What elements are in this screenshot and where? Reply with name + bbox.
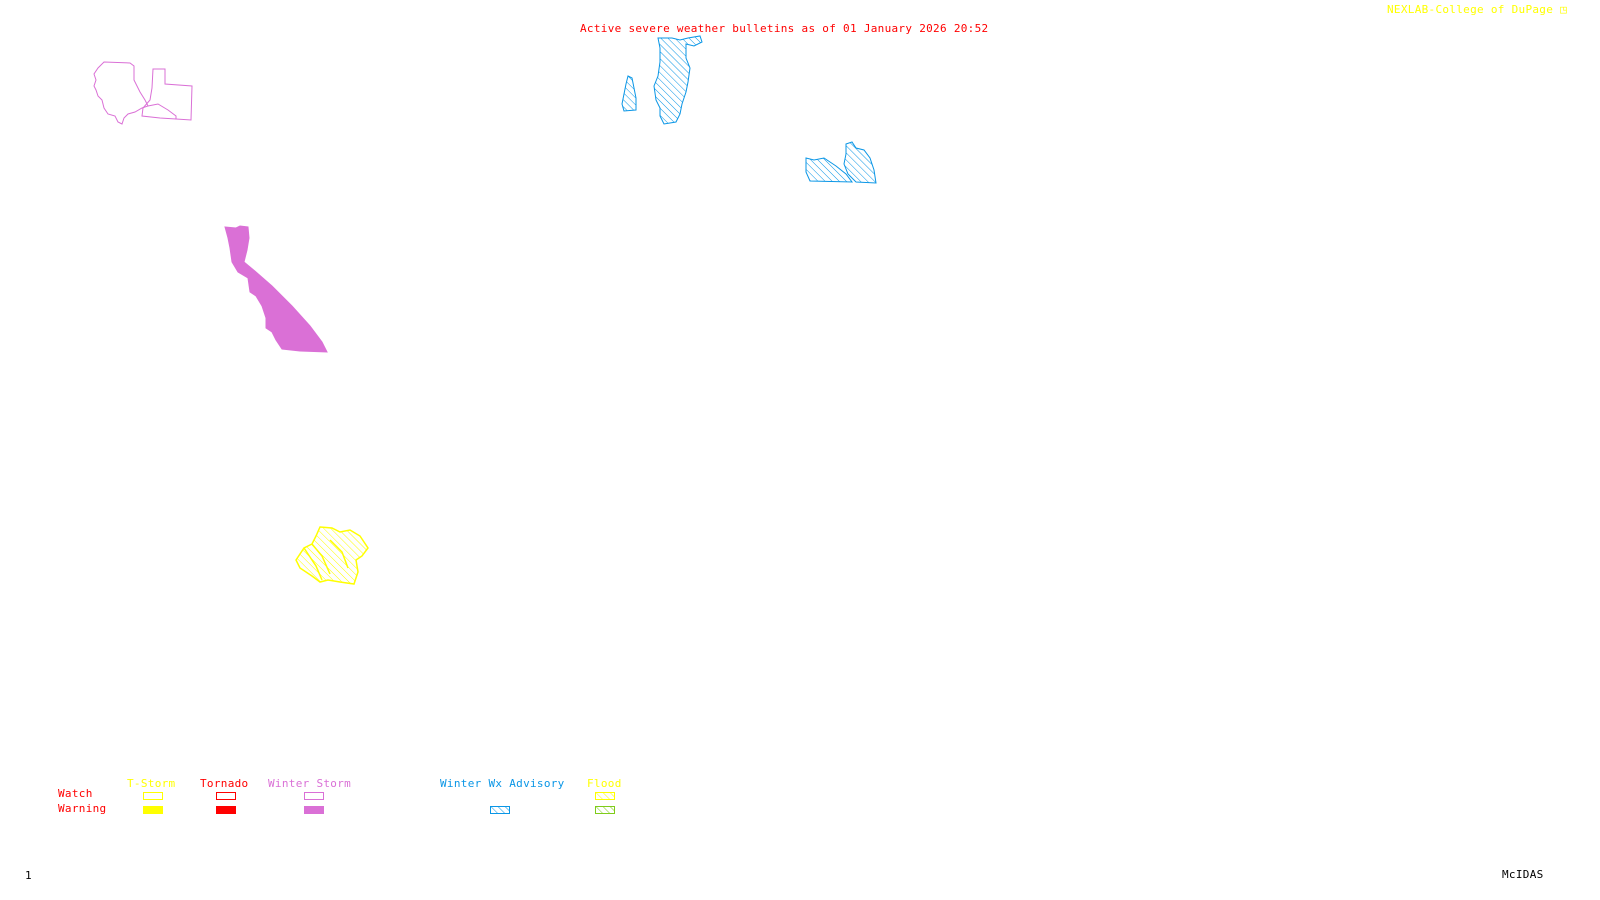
legend-swatch-tornado-watch	[216, 792, 236, 800]
legend-header-flood: Flood	[587, 777, 622, 790]
winter-wx-advisory-region-east	[805, 141, 877, 184]
winter-storm-warning-region	[224, 225, 328, 353]
credit-label: NEXLAB-College of DuPage ◳	[1387, 4, 1567, 16]
map-title: Active severe weather bulletins as of 01…	[580, 22, 989, 35]
legend-swatch-tstorm-warning	[143, 806, 163, 814]
credit-text: NEXLAB-College of DuPage	[1387, 3, 1554, 16]
legend-swatch-flood-warning	[595, 806, 615, 814]
logo-glyph-icon: ◳	[1560, 3, 1568, 16]
legend-header-winter-wx-advisory: Winter Wx Advisory	[440, 777, 565, 790]
legend-header-tstorm: T-Storm	[127, 777, 176, 790]
legend-swatch-winter-storm-watch	[304, 792, 324, 800]
flood-watch-region	[295, 526, 369, 585]
winter-wx-advisory-region-north-a	[621, 75, 637, 112]
legend-header-winter-storm: Winter Storm	[268, 777, 352, 790]
legend-swatch-winter-storm-warning	[304, 806, 324, 814]
legend-swatch-tornado-warning	[216, 806, 236, 814]
legend-header-tornado: Tornado	[200, 777, 249, 790]
winter-storm-watch-region	[93, 61, 193, 125]
legend-swatch-tstorm-watch	[143, 792, 163, 800]
winter-wx-advisory-region-north-b	[653, 35, 703, 125]
software-label: McIDAS	[1502, 868, 1544, 881]
legend-swatch-flood-watch	[595, 792, 615, 800]
legend-row-label-watch: Watch	[58, 787, 93, 800]
frame-number: 1	[25, 869, 32, 882]
legend-swatch-winter-wx-advisory	[490, 806, 510, 814]
legend-row-label-warning: Warning	[58, 802, 107, 815]
